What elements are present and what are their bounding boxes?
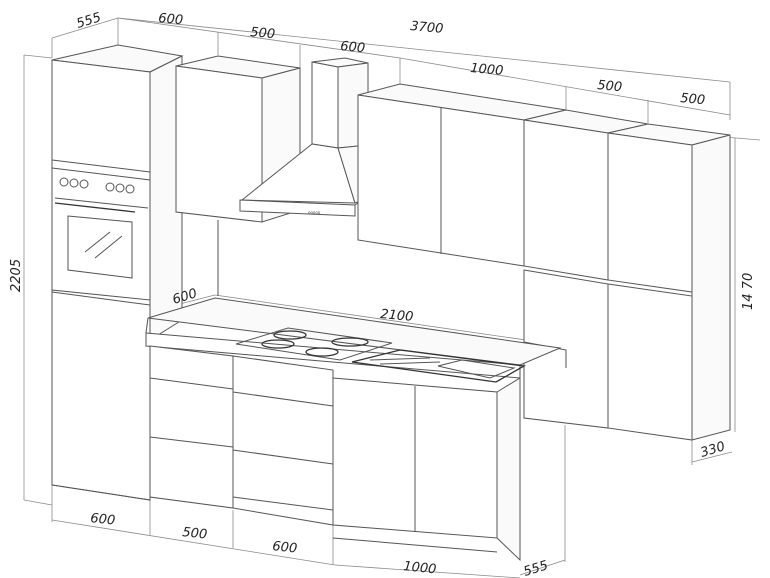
dimension-lines xyxy=(23,17,761,578)
dim-wall-height: 14 70 xyxy=(741,273,756,310)
cooktop xyxy=(235,327,393,361)
dim-hood-width: 600 xyxy=(340,39,366,56)
dim-worktop-depth: 600 xyxy=(171,286,199,308)
dim-tall-height: 2205 xyxy=(9,259,24,292)
sink xyxy=(351,349,527,383)
oven-knob-icon xyxy=(79,179,89,189)
oven xyxy=(51,167,151,301)
dim-wall-left-width: 500 xyxy=(250,25,276,42)
dimension-labels: 555 600 500 600 3700 1000 500 500 2205 1… xyxy=(9,10,756,578)
dim-base-drawer2-width: 600 xyxy=(272,539,298,557)
dim-worktop-width: 2100 xyxy=(380,307,414,325)
dim-base-tall-width: 600 xyxy=(90,511,116,529)
dim-total-width: 3700 xyxy=(410,19,444,37)
hood-controls: ooooo xyxy=(308,210,321,215)
oven-knob-icon xyxy=(59,177,69,187)
dim-tall-depth: 555 xyxy=(75,10,103,32)
dim-base-drawer1-width: 500 xyxy=(182,525,208,543)
dim-wall-depth: 330 xyxy=(699,439,727,461)
oven-knob-icon xyxy=(69,178,79,188)
dim-base-sink-width: 1000 xyxy=(403,559,437,577)
dim-wall-r1-width: 500 xyxy=(597,78,623,95)
oven-knob-icon xyxy=(105,182,115,192)
base-units xyxy=(149,345,521,562)
dim-wall-r2-width: 500 xyxy=(680,91,706,108)
oven-knob-icon xyxy=(115,183,125,193)
wall-cabinets-right xyxy=(357,83,731,441)
oven-knob-icon xyxy=(125,184,135,194)
worktop xyxy=(145,220,562,383)
tall-oven-unit xyxy=(51,44,184,501)
dim-tall-width: 600 xyxy=(158,11,184,28)
dim-wall-mid-width: 1000 xyxy=(470,61,504,79)
dim-base-depth: 555 xyxy=(522,558,550,578)
